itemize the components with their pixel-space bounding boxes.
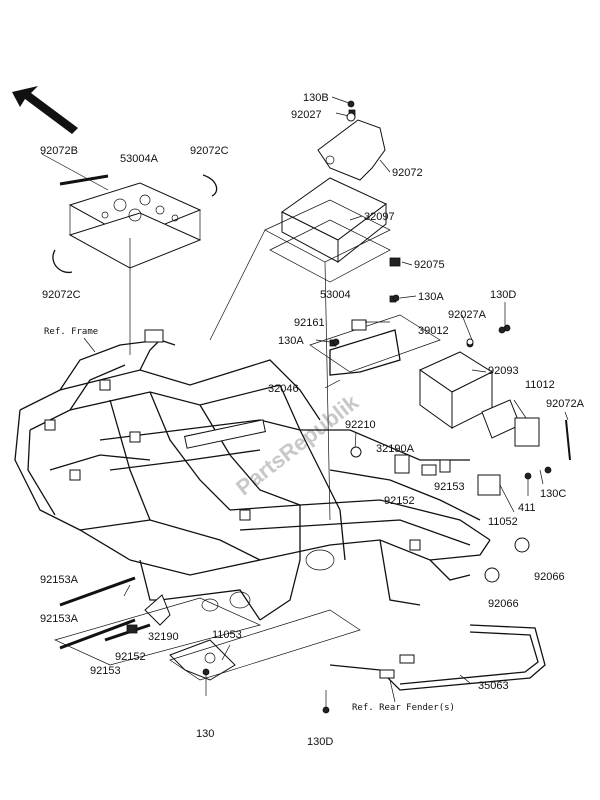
- callout-130D-right: 130D: [490, 289, 516, 301]
- tray-group-53004: [209, 109, 401, 521]
- callout-130D-bottom: 130D: [307, 736, 333, 748]
- callout-labels: 130B 92027 92072B 53004A 92072C 92072 32…: [40, 92, 585, 748]
- callout-92066-b: 92066: [488, 598, 519, 610]
- callout-32190A: 32190A: [376, 443, 415, 455]
- callout-92161: 92161: [294, 317, 325, 329]
- ref-frame: Ref. Frame: [44, 327, 98, 337]
- callout-92027: 92027: [291, 109, 322, 121]
- bracket-group-32046: [309, 295, 571, 461]
- callout-11053: 11053: [212, 629, 242, 641]
- callout-92153A-a: 92153A: [40, 574, 79, 586]
- callout-92152-left: 92152: [115, 651, 146, 663]
- callout-92153-left: 92153: [90, 665, 121, 677]
- callout-32190: 32190: [148, 631, 179, 643]
- callout-53004: 53004: [320, 289, 351, 301]
- direction-arrow-icon: [12, 86, 78, 134]
- ref-rear-fender: Ref. Rear Fender(s): [352, 703, 455, 713]
- hardware-icons: [202, 100, 552, 714]
- callout-130A-top: 130A: [418, 291, 444, 303]
- callout-53004A: 53004A: [120, 153, 159, 165]
- callout-130-bottom: 130: [196, 728, 214, 740]
- callout-39012: 39012: [418, 325, 449, 337]
- callout-92072A: 92072A: [546, 398, 585, 410]
- watermark: PartsRepublik: [231, 389, 364, 500]
- callout-92152-right: 92152: [384, 495, 415, 507]
- callout-411: 411: [518, 502, 536, 514]
- callout-92210: 92210: [345, 419, 376, 431]
- callout-130B: 130B: [303, 92, 329, 104]
- leader-lines: [83, 96, 569, 708]
- callout-32097: 32097: [364, 211, 395, 223]
- callout-92072: 92072: [392, 167, 423, 179]
- callout-92072C-top: 92072C: [190, 145, 229, 157]
- callout-92066-a: 92066: [534, 571, 565, 583]
- callout-92072C-left: 92072C: [42, 289, 81, 301]
- bumper-35063: [329, 624, 546, 691]
- callout-35063: 35063: [478, 680, 509, 692]
- reference-notes: Ref. Frame Ref. Rear Fender(s): [44, 327, 455, 713]
- callout-130C: 130C: [540, 488, 566, 500]
- callout-32046: 32046: [268, 383, 299, 395]
- callout-11012: 11012: [525, 379, 555, 391]
- lower-bracket-group: [53, 576, 361, 681]
- callout-92093: 92093: [488, 365, 519, 377]
- callout-92027A: 92027A: [448, 309, 487, 321]
- callout-130A-mid: 130A: [278, 335, 304, 347]
- callout-92153-right: 92153: [434, 481, 465, 493]
- callout-92072B: 92072B: [40, 145, 78, 157]
- callout-11052: 11052: [488, 516, 518, 528]
- main-frame: [14, 329, 491, 621]
- callout-92153A-b: 92153A: [40, 613, 79, 625]
- callout-92075: 92075: [414, 259, 445, 271]
- plate-group-53004A: [41, 153, 218, 355]
